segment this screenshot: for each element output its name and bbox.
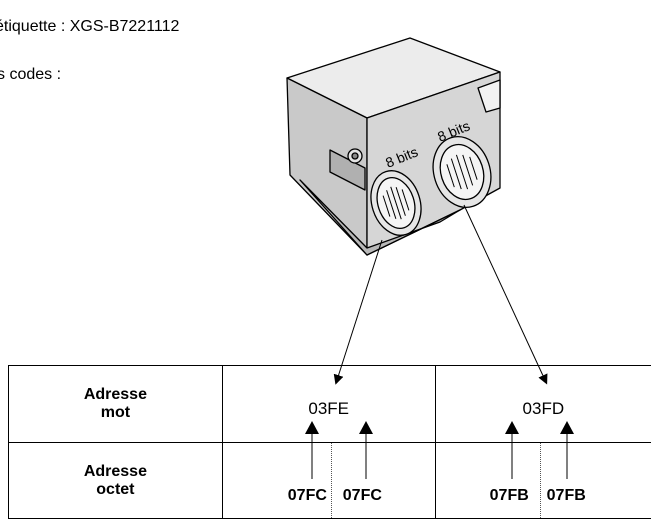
- byte-divider: [539, 443, 541, 518]
- byte-header-line-2: octet: [96, 480, 135, 498]
- module-bottom-bevel: [299, 179, 461, 256]
- word-header-line-2: mot: [100, 404, 131, 421]
- word-address-left-cell: 03FE: [221, 365, 436, 443]
- word-left-arrows: [304, 421, 373, 443]
- byte-left-stems: [311, 443, 367, 479]
- byte-header-line-1: Adresse: [83, 462, 147, 480]
- up-arrow-icon: [304, 421, 319, 434]
- byte-address-right-2: 07FB: [546, 487, 586, 504]
- word-address-right-cell: 03FD: [434, 365, 651, 443]
- word-address-row: Adresse mot 03FE 03FD: [8, 365, 651, 443]
- left-port-leader: [333, 239, 383, 385]
- right-port-leader: [463, 204, 548, 385]
- label-reference-text: étiquette : XGS-B7221112: [0, 18, 180, 35]
- byte-address-left-cell: 07FC 07FC: [221, 442, 436, 519]
- word-header-line-1: Adresse: [83, 386, 147, 403]
- left-connector: [370, 170, 422, 236]
- byte-address-header: Adresse octet: [8, 442, 223, 519]
- word-right-arrows: [504, 421, 574, 443]
- word-address-left: 03FE: [308, 399, 350, 418]
- byte-address-right-1: 07FB: [489, 487, 529, 504]
- module-right-notch: [477, 79, 501, 113]
- byte-address-right-cell: 07FB 07FB: [434, 442, 651, 519]
- byte-address-left-2: 07FC: [342, 487, 382, 504]
- byte-right-stems: [511, 443, 568, 479]
- right-connector: [432, 136, 492, 208]
- byte-address-left-1: 07FC: [287, 487, 327, 504]
- byte-divider: [330, 443, 332, 518]
- io-module-illustration: [286, 37, 501, 256]
- up-arrow-icon: [358, 421, 373, 434]
- up-arrow-icon: [504, 421, 519, 434]
- word-address-right: 03FD: [522, 399, 565, 418]
- codes-heading-text: s codes :: [0, 66, 62, 83]
- word-address-header: Adresse mot: [8, 365, 223, 443]
- byte-address-row: Adresse octet 07FC 07FC 07FB 07FB: [8, 442, 651, 519]
- address-table: Adresse mot 03FE 03FD Adresse octe: [8, 365, 651, 519]
- up-arrow-icon: [559, 421, 574, 434]
